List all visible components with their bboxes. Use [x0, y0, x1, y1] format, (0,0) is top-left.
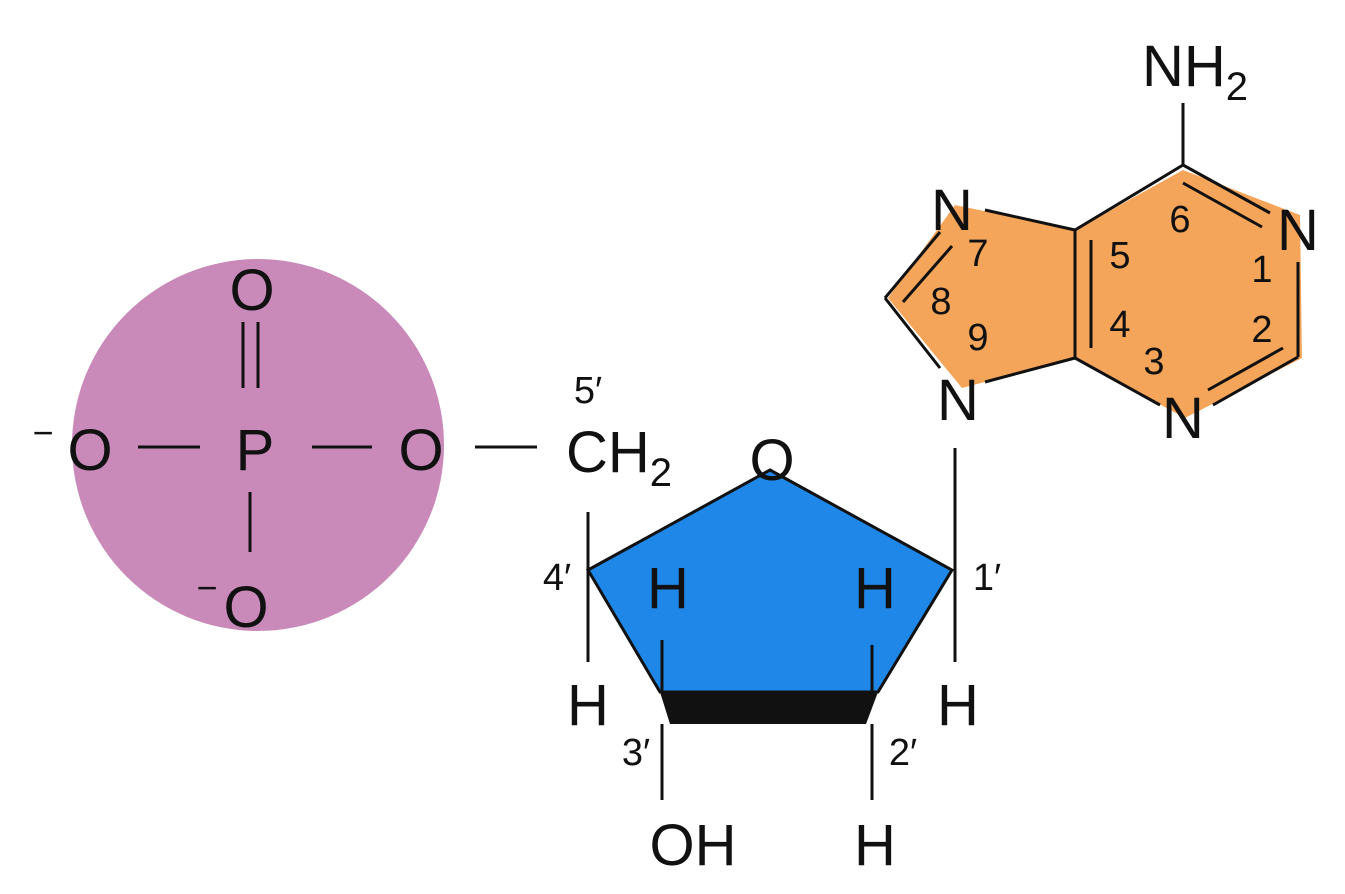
sugar-h-4-inner: H	[647, 556, 689, 621]
base-nh2: NH2	[1142, 34, 1248, 109]
base-n3: N	[1162, 386, 1204, 451]
phosphate-o-bottom: O	[223, 575, 268, 640]
sugar-h-1: H	[937, 673, 979, 738]
base-n7: N	[931, 178, 973, 243]
adenine-base-fill	[888, 170, 1302, 418]
sugar-pos-3: 3′	[622, 732, 650, 774]
bond-c5-n7	[984, 208, 1076, 232]
phosphate-circle	[72, 259, 444, 631]
sugar-pos-1: 1′	[973, 557, 1001, 599]
sugar-pos-2: 2′	[889, 732, 917, 774]
sugar-pos-4: 4′	[543, 557, 571, 599]
base-pos-4: 4	[1109, 304, 1130, 346]
base-n1: N	[1277, 198, 1319, 263]
bond-c5-c6	[1074, 163, 1184, 232]
phosphorus-atom: P	[236, 418, 275, 483]
bond-c8-n9	[883, 297, 942, 369]
bond-n3-c4	[1074, 356, 1161, 407]
sugar-oh-3: OH	[650, 813, 737, 878]
sugar-ring-front-edge	[660, 692, 878, 724]
bond-c6-n1-a	[1182, 163, 1271, 215]
base-pos-5: 5	[1109, 235, 1130, 277]
sugar-h-2: H	[854, 813, 896, 878]
base-pos-6: 6	[1169, 199, 1190, 241]
bond-c6-n1-b	[1182, 181, 1263, 229]
phosphate-o-bottom-charge: −	[196, 567, 217, 608]
base-pos-7: 7	[967, 233, 988, 275]
base-bonds	[883, 103, 1300, 407]
base-n9: N	[937, 368, 979, 433]
sugar-bonds	[586, 448, 957, 800]
phosphate-bonds	[138, 322, 537, 552]
phosphate-o-left: O	[67, 418, 112, 483]
base-pos-8: 8	[930, 281, 951, 323]
phosphate-o-right: O	[398, 418, 443, 483]
base-pos-1: 1	[1251, 249, 1272, 291]
phosphate-o-left-charge: −	[32, 412, 53, 453]
bond-c2-n3-a	[1212, 355, 1299, 407]
base-pos-9: 9	[967, 317, 988, 359]
sugar-ring	[585, 468, 955, 694]
bond-c2-n3-b	[1207, 346, 1284, 392]
sugar-pos-5: 5′	[574, 370, 602, 412]
bond-n7-c8-b	[901, 245, 954, 303]
sugar-h-3: H	[567, 673, 609, 738]
bond-n9-c4	[984, 356, 1076, 384]
phosphate-o-top: O	[229, 258, 274, 323]
bond-n7-c8-a	[883, 231, 942, 299]
sugar-ch2: CH2	[566, 420, 672, 495]
base-pos-3: 3	[1143, 341, 1164, 383]
sugar-ring-o: O	[749, 428, 794, 493]
sugar-h-1-inner: H	[854, 556, 896, 621]
base-pos-2: 2	[1251, 309, 1272, 351]
